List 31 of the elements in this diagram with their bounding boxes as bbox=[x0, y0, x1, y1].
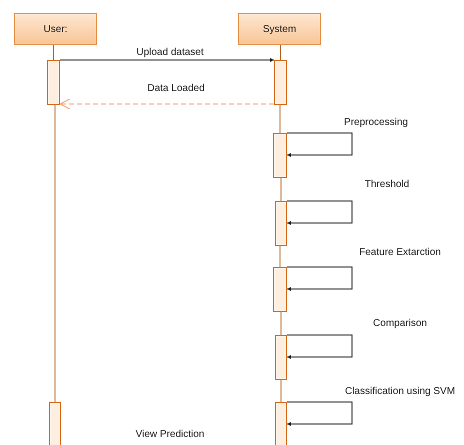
self-message-arrow bbox=[286, 334, 352, 359]
activation-bar bbox=[273, 133, 287, 178]
message-arrow bbox=[60, 58, 274, 62]
lifeline bbox=[280, 178, 282, 202]
lifeline bbox=[280, 380, 282, 402]
self-message-arrow bbox=[286, 200, 352, 225]
activation-bar bbox=[275, 402, 287, 445]
self-message-arrow bbox=[286, 132, 352, 157]
lifeline bbox=[280, 312, 282, 336]
message-label: Comparison bbox=[373, 318, 427, 329]
message-label: Data Loaded bbox=[147, 83, 205, 94]
participant-box: User: bbox=[14, 13, 97, 45]
message-label: View Prediction bbox=[136, 429, 204, 440]
message-label: Classification using SVM bbox=[344, 386, 456, 397]
activation-bar bbox=[274, 60, 287, 105]
lifeline bbox=[53, 44, 54, 60]
message-label: Threshold bbox=[364, 179, 410, 190]
activation-bar bbox=[49, 402, 61, 445]
self-message-arrow bbox=[286, 402, 352, 426]
activation-bar bbox=[47, 60, 60, 105]
activation-bar bbox=[275, 335, 287, 380]
return-message-arrow bbox=[60, 98, 274, 110]
activation-bar bbox=[273, 267, 287, 312]
message-label: Feature Extarction bbox=[359, 247, 441, 258]
lifeline bbox=[54, 104, 56, 402]
participant-box: System bbox=[238, 13, 321, 45]
message-label: Upload dataset bbox=[136, 47, 204, 58]
lifeline bbox=[280, 44, 281, 60]
activation-bar bbox=[275, 201, 287, 246]
self-message-arrow bbox=[286, 266, 352, 291]
message-label: Preprocessing bbox=[344, 117, 408, 128]
